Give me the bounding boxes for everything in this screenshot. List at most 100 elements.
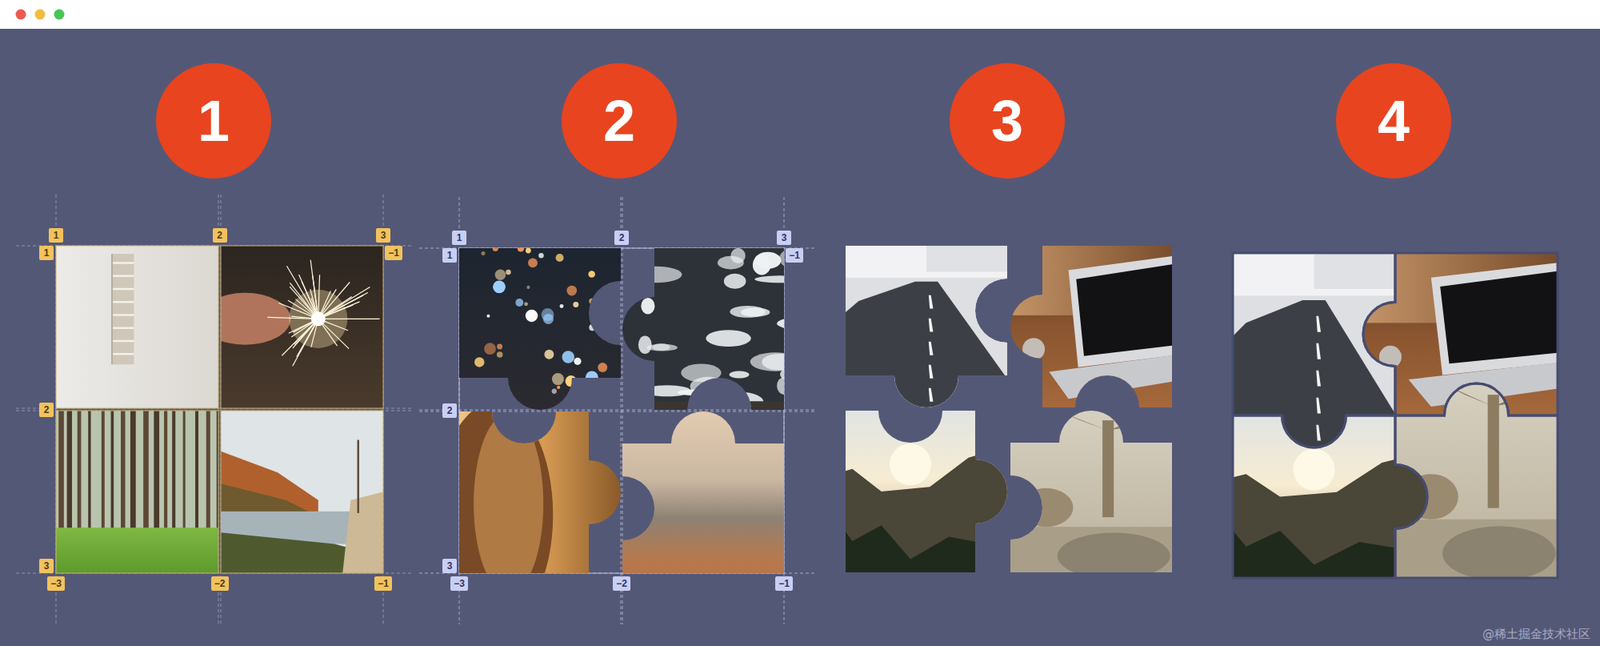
- photo-part: [525, 248, 532, 254]
- line-number-badge: 1: [452, 230, 467, 245]
- photo: [56, 245, 219, 408]
- window-dot: [35, 9, 46, 20]
- photo-part: [588, 298, 595, 304]
- photo: [200, 245, 384, 408]
- photo-part: [813, 277, 1040, 408]
- photo-part: [474, 356, 484, 367]
- photo-part: [761, 353, 796, 371]
- photo-part: [566, 285, 577, 296]
- piece-outline: [1232, 415, 1428, 578]
- line-number: 3: [44, 560, 50, 571]
- photo-part: [484, 342, 496, 355]
- line-number: −3: [50, 578, 62, 588]
- line-number: −2: [214, 578, 226, 588]
- photo-part: [436, 401, 553, 628]
- photo-part: [480, 251, 485, 256]
- photo-part: [524, 301, 528, 306]
- photo-part: [729, 305, 765, 318]
- photo-part: [111, 352, 134, 355]
- window-dot: [16, 9, 27, 20]
- line-number-badge: −2: [612, 576, 631, 591]
- photo-part: [1102, 420, 1114, 517]
- piece-outline: [1232, 252, 1396, 448]
- photo-part: [310, 260, 319, 320]
- photo-part: [111, 327, 134, 329]
- photo-part: [1022, 337, 1045, 360]
- photo-part: [427, 379, 621, 605]
- photo-part: [780, 365, 820, 383]
- photo-part: [565, 375, 577, 387]
- photo-part: [729, 370, 750, 378]
- line-number-badge: 1: [442, 248, 457, 263]
- photo-part: [1068, 254, 1189, 368]
- photo-part: [111, 275, 134, 277]
- photo-part: [56, 410, 219, 573]
- photo-part: [813, 378, 1008, 604]
- photo-part: [200, 292, 292, 345]
- cell-outline: [56, 410, 219, 573]
- photo-part: [717, 256, 744, 270]
- circle-fill: [1336, 63, 1452, 179]
- photo-part: [1057, 532, 1171, 579]
- photo-part: [552, 388, 557, 394]
- photo-part: [1316, 370, 1321, 387]
- line-number-badge: 3: [376, 228, 391, 243]
- photo-part: [926, 236, 1040, 272]
- photo-part: [813, 446, 1008, 604]
- photo-part: [1010, 213, 1204, 440]
- photo-part: [1316, 316, 1321, 332]
- photo: [813, 378, 1008, 604]
- step-number: 4: [1377, 92, 1410, 150]
- photo-part: [495, 268, 507, 280]
- photo-part: [1431, 261, 1572, 376]
- step-circle: 1: [156, 63, 272, 179]
- photo-part: [928, 364, 934, 379]
- photo-part: [492, 280, 506, 293]
- photo-part: [1440, 270, 1563, 364]
- photo-part: [220, 410, 384, 573]
- photo-part: [318, 318, 380, 320]
- photo-part: [572, 387, 581, 396]
- photo-part: [1109, 410, 1160, 430]
- photo: [56, 410, 220, 573]
- photo-part: [1200, 451, 1428, 610]
- photo-part: [928, 388, 934, 402]
- step-number: 3: [991, 92, 1024, 150]
- photo-part: [556, 253, 564, 262]
- photo-part: [528, 257, 538, 268]
- circle-fill: [949, 63, 1065, 179]
- photo-part: [629, 266, 682, 284]
- step-circle: 2: [561, 63, 677, 179]
- line-number-badge: −1: [775, 576, 793, 591]
- photo-part: [562, 350, 575, 363]
- photo-part: [486, 314, 490, 318]
- photo-part: [342, 492, 384, 574]
- photo-part: [590, 411, 816, 605]
- photo-part: [517, 244, 524, 252]
- photo-part: [111, 288, 134, 290]
- photo: [427, 379, 621, 628]
- photo-part: [813, 281, 1028, 408]
- photo-part: [647, 344, 678, 352]
- photo-part: [111, 253, 113, 364]
- step-circle: 3: [949, 63, 1065, 179]
- photo-part: [572, 301, 579, 308]
- title-bar: [0, 0, 1600, 29]
- photo-part: [515, 298, 524, 307]
- photo-part: [705, 329, 751, 347]
- photo: [590, 411, 816, 605]
- photo-part: [577, 380, 590, 392]
- photo: [1363, 383, 1590, 610]
- line-number-badge: 3: [39, 558, 54, 573]
- line-number-badge: 1: [39, 245, 54, 260]
- photo-part: [220, 451, 319, 516]
- line-number: 3: [781, 232, 788, 243]
- photo-part: [724, 273, 747, 289]
- photo-part: [1200, 519, 1428, 610]
- photo-part: [111, 261, 134, 264]
- photo: [1010, 213, 1204, 440]
- step-number: 2: [603, 92, 636, 150]
- line-number-badge: −1: [384, 245, 403, 260]
- photo: [621, 216, 824, 442]
